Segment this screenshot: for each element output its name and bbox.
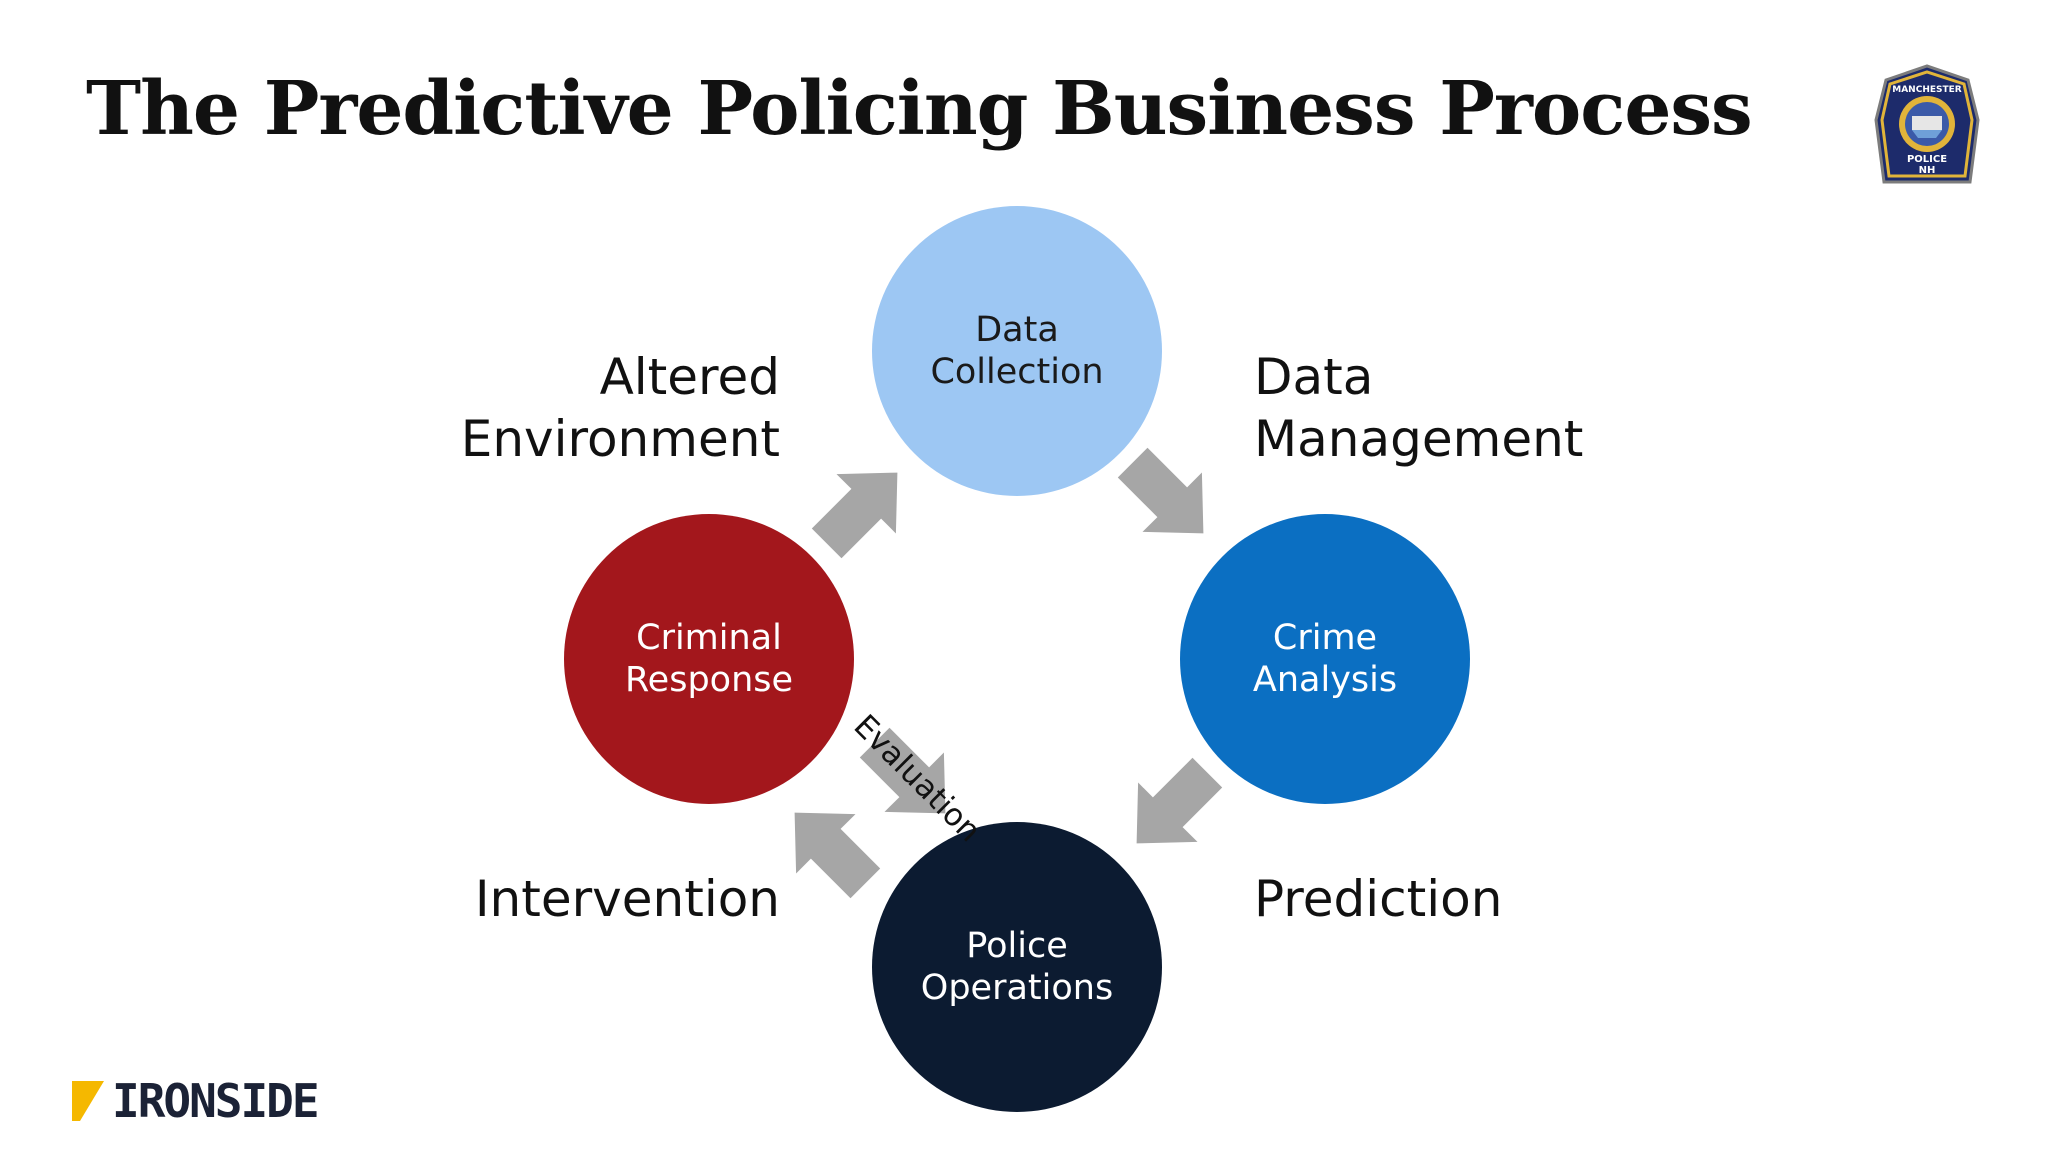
node-data-collection-line2: Collection	[930, 352, 1104, 392]
police-badge-logo: MANCHESTER POLICE NH	[1874, 64, 1980, 184]
arrow-to-police-operations	[1136, 757, 1223, 844]
stage-data-management-line1: Data	[1254, 348, 1374, 406]
ironside-logo: IRONSIDE	[72, 1074, 320, 1128]
stage-altered-environment: Altered Environment	[420, 346, 780, 470]
stage-prediction-line1: Prediction	[1254, 870, 1503, 928]
stage-prediction: Prediction	[1254, 868, 1502, 930]
slide-title: The Predictive Policing Business Process	[86, 66, 1753, 152]
stage-altered-environment-line2: Environment	[460, 410, 780, 468]
node-police-operations: Police Operations	[872, 822, 1162, 1112]
node-crime-analysis: Crime Analysis	[1180, 514, 1470, 804]
node-police-operations-line2: Operations	[920, 968, 1114, 1008]
stage-data-management: Data Management	[1254, 346, 1583, 470]
stage-data-management-line2: Management	[1254, 410, 1584, 468]
arrow-to-crime-analysis	[1117, 447, 1204, 534]
node-criminal-response-line2: Response	[624, 660, 794, 700]
arrow-evaluation	[859, 727, 946, 814]
stage-intervention: Intervention	[420, 868, 780, 930]
badge-police-text: POLICE	[1907, 154, 1947, 165]
arrow-to-data-collection	[811, 472, 898, 559]
stage-altered-environment-line1: Altered	[599, 348, 780, 406]
node-criminal-response-line1: Criminal	[636, 618, 782, 658]
ironside-mark-icon	[72, 1081, 104, 1121]
node-police-operations-line1: Police	[966, 926, 1068, 966]
node-data-collection: Data Collection	[872, 206, 1162, 496]
stage-intervention-line1: Intervention	[474, 870, 780, 928]
node-crime-analysis-line2: Analysis	[1252, 660, 1398, 700]
badge-top-text: MANCHESTER	[1892, 85, 1962, 95]
node-data-collection-line1: Data	[975, 310, 1059, 350]
node-criminal-response: Criminal Response	[564, 514, 854, 804]
node-crime-analysis-line1: Crime	[1272, 618, 1378, 658]
arrow-to-criminal-response	[794, 812, 881, 899]
badge-state-text: NH	[1919, 165, 1936, 176]
ironside-wordmark: IRONSIDE	[112, 1074, 320, 1128]
